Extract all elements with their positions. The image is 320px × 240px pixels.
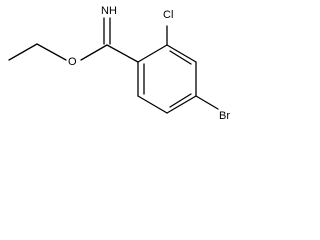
atom-label-br: Br [219,110,230,122]
ring-inner-2 [169,50,192,65]
bond-c-ring [106,44,139,63]
bond-c-br [195,95,219,110]
atom-label-cl: Cl [163,9,173,21]
structure-diagram: NH O Cl Br [0,0,258,136]
bond-o-c [80,44,108,61]
bond-ch3-ch2 [8,43,38,61]
molecule-drawing: NH O Cl Br [8,5,230,122]
ring-inner-3 [169,93,192,108]
atom-label-o: O [68,56,77,68]
ring-bond-1 [137,44,168,63]
ring-bond-2 [166,44,197,63]
atom-label-nh: NH [101,5,117,17]
ring-bond-5 [137,95,168,114]
ring-bond-4 [166,95,197,114]
bond-ch2-o [36,43,67,61]
